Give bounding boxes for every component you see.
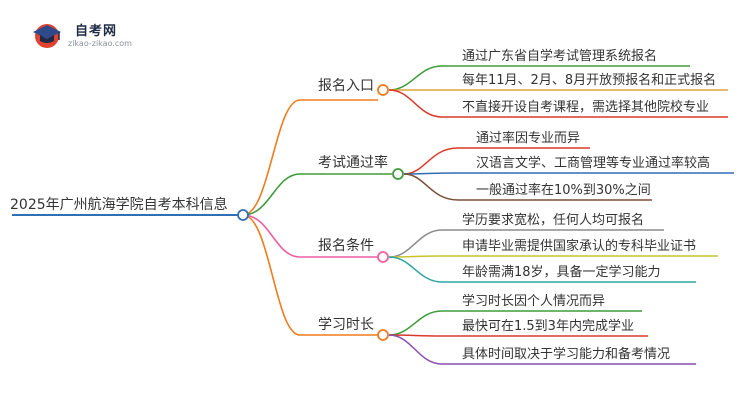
graduation-cap-icon: [33, 24, 61, 48]
leaf-1-2: 每年11月、2月、8月开放预报名和正式报名: [462, 73, 717, 88]
connector-branch-2: [242, 173, 392, 216]
leaf-3-1: 学历要求宽松，任何人均可报名: [462, 213, 645, 228]
leaf-2-2: 汉语言文学、工商管理等专业通过率较高: [476, 156, 711, 171]
branch-node-3: [377, 251, 389, 263]
branch-label-2: 考试通过率: [318, 155, 388, 171]
logo-url: zikao-zikao.com: [68, 39, 132, 48]
connector-leaf-3-2: [388, 255, 718, 258]
leaf-4-1: 学习时长因个人情况而异: [462, 294, 606, 309]
root-node: [237, 209, 249, 221]
leaf-2-3: 一般通过率在10%到30%之间: [476, 183, 651, 198]
branch-label-3: 报名条件: [318, 238, 374, 254]
leaf-1-1: 通过广东省自学考试管理系统报名: [462, 49, 658, 64]
connector-leaf-3-1: [388, 229, 664, 258]
connector-leaf-4-3: [388, 334, 696, 365]
connector-leaf-4-1: [388, 310, 642, 336]
leaf-1-3: 不直接开设自考课程，需选择其他院校专业: [462, 100, 710, 115]
branch-label-1: 报名入口: [318, 78, 374, 94]
branch-node-2: [392, 168, 404, 180]
logo: 自考网 zikao-zikao.com: [30, 18, 150, 52]
connector-branch-4: [242, 214, 378, 336]
leaf-4-3: 具体时间取决于学习能力和备考情况: [462, 347, 671, 362]
branch-node-1: [377, 84, 389, 96]
connector-leaf-1-3: [388, 89, 728, 118]
connector-leaf-2-2: [403, 172, 734, 175]
connector-leaf-2-1: [403, 147, 590, 175]
connector-leaf-3-3: [388, 256, 696, 283]
branch-label-4: 学习时长: [318, 317, 374, 333]
root-topic: 2025年广州航海学院自考本科信息: [10, 197, 228, 213]
connector-leaf-2-3: [403, 173, 652, 201]
branch-node-4: [377, 329, 389, 341]
connector-leaf-4-2: [388, 334, 648, 337]
connector-branch-3: [242, 214, 378, 258]
logo-title: 自考网: [75, 24, 118, 39]
connector-leaf-1-1: [388, 65, 690, 91]
leaf-3-3: 年龄需满18岁，具备一定学习能力: [462, 265, 661, 280]
leaf-4-2: 最快可在1.5到3年内完成学业: [462, 319, 634, 334]
leaf-2-1: 通过率因专业而异: [476, 131, 581, 146]
leaf-3-2: 申请毕业需提供国家承认的专科毕业证书: [462, 239, 697, 254]
connector-branch-1: [242, 99, 378, 216]
